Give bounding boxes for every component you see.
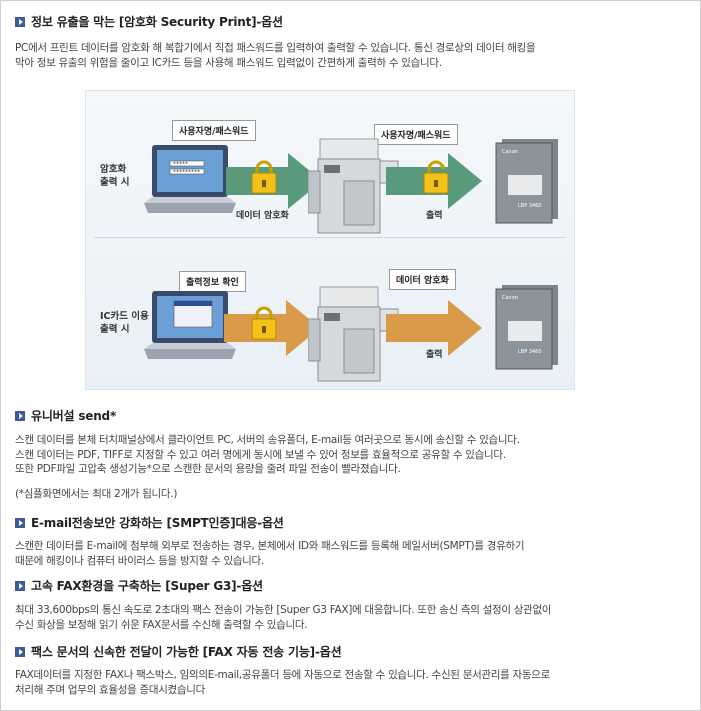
doc-brand-label-row2: Canon xyxy=(502,295,518,301)
output-arrow-icon-row2 xyxy=(386,300,482,356)
lock-closed-icon xyxy=(251,160,277,194)
section-text-smtp-auth: 스캔한 데이터를 E-mail에 첨부해 외부로 전송하는 경우, 본체에서 I… xyxy=(15,540,525,567)
section-text-fax-forward: FAX데이터를 지정한 FAX나 팩스박스, 임의의E-mail,공유폴더 등에… xyxy=(15,669,550,696)
password-field-1: ***** xyxy=(173,162,188,168)
bullet-arrow-icon xyxy=(15,517,25,528)
section-text-super-g3: 최대 33,600bps의 통신 속도로 2초대의 팩스 전송이 가능한 [Su… xyxy=(15,604,552,631)
row1-left-callout: 사용자명/패스워드 xyxy=(172,120,256,141)
section-text-security-print: PC에서 프린트 데이터를 암호화 해 복합기에서 직접 패스워드를 입력하여 … xyxy=(15,42,536,69)
section-text-universal-send: 스캔 데이터를 본체 터치패널상에서 클라이언트 PC, 서버의 송유폴더, E… xyxy=(15,434,520,500)
printer-icon xyxy=(308,138,399,234)
diagram-divider xyxy=(94,237,566,238)
lock-closed-icon-row2 xyxy=(251,306,277,340)
bullet-arrow-icon xyxy=(15,646,25,657)
bullet-arrow-icon xyxy=(15,580,25,591)
doc-model-label: LBP 3460 xyxy=(518,203,542,209)
section-heading-super-g3: 고속 FAX환경을 구축하는 [Super G3]-옵션 xyxy=(15,577,263,594)
section-heading-security-print: 정보 유출을 막는 [암호화 Security Print]-옵션 xyxy=(15,13,283,30)
printed-document-icon: Canon LBP 3460 xyxy=(495,139,558,224)
row2-right-callout: 데이터 암호화 xyxy=(389,269,456,290)
section-heading-fax-forward: 팩스 문서의 신속한 전달이 가능한 [FAX 자동 전송 기능]-옵션 xyxy=(15,643,342,660)
laptop-icon: ***** ********* xyxy=(144,145,236,213)
row1-right-callout: 사용자명/패스워드 xyxy=(374,124,458,145)
printer-icon-row2 xyxy=(308,286,399,382)
section-heading-universal-send: 유니버설 send* xyxy=(15,407,116,424)
doc-model-label-row2: LBP 3460 xyxy=(518,349,542,355)
password-field-2: ********* xyxy=(173,170,200,176)
row2-label: IC카드 이용 출력 시 xyxy=(100,311,149,335)
row2-left-callout: 출력정보 확인 xyxy=(179,271,246,292)
row1-encrypt-caption: 데이터 암호화 xyxy=(236,211,289,221)
row1-output-caption: 출력 xyxy=(426,211,443,221)
bullet-arrow-icon xyxy=(15,410,25,421)
security-print-diagram: 암호화 출력 시 사용자명/패스워드 사용자명/패스워드 ***** *****… xyxy=(85,90,575,390)
row2-output-caption: 출력 xyxy=(426,350,443,360)
section-heading-smtp-auth: E-mail전송보안 강화하는 [SMPT인증]대응-옵션 xyxy=(15,514,284,531)
laptop-icon-row2 xyxy=(144,291,236,359)
doc-brand-label: Canon xyxy=(502,149,518,155)
printed-document-icon-row2: Canon LBP 3460 xyxy=(495,285,558,370)
row1-label: 암호화 출력 시 xyxy=(100,164,130,188)
lock-open-icon xyxy=(423,160,449,194)
bullet-arrow-icon xyxy=(15,16,25,27)
